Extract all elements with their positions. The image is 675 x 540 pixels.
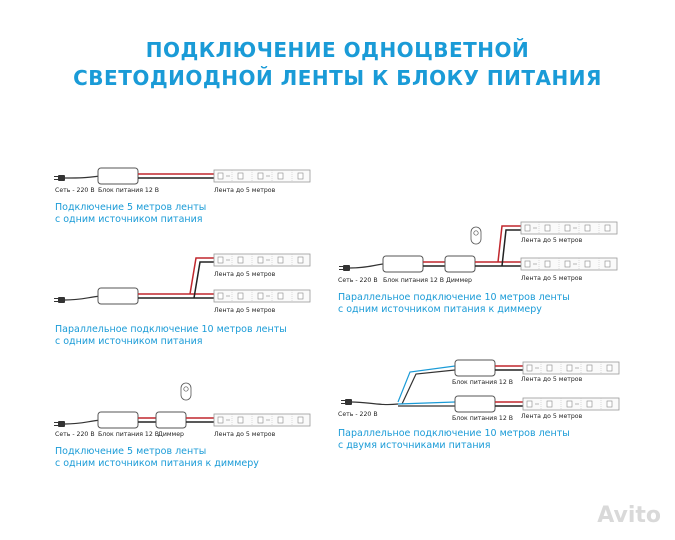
label-psu: Блок питания 12 В bbox=[452, 379, 513, 386]
caption-line: с одним источником питания к диммеру bbox=[55, 458, 259, 469]
caption-line: с одним источником питания bbox=[55, 336, 203, 347]
remote-icon bbox=[180, 382, 192, 401]
plug-icon bbox=[53, 174, 66, 182]
label-strip: Лента до 5 метров bbox=[214, 307, 276, 314]
power-supply-box bbox=[382, 255, 424, 273]
diagram-1: Сеть - 220 В Блок питания 12 В Лента до … bbox=[53, 167, 311, 194]
label-psu: Блок питания 12 В bbox=[383, 277, 444, 284]
led-strip bbox=[213, 413, 311, 427]
label-network: Сеть - 220 В bbox=[338, 411, 378, 418]
label-strip: Лента до 5 метров bbox=[521, 413, 583, 420]
power-supply-box bbox=[454, 395, 496, 413]
led-strip bbox=[520, 221, 618, 235]
caption-line: Параллельное подключение 10 метров ленты bbox=[55, 324, 287, 335]
label-strip: Лента до 5 метров bbox=[214, 187, 276, 194]
caption-5: Параллельное подключение 10 метров ленты… bbox=[338, 428, 570, 452]
caption-line: Параллельное подключение 10 метров ленты bbox=[338, 292, 570, 303]
label-dimmer: Диммер bbox=[158, 431, 184, 438]
label-psu: Блок питания 12 В bbox=[98, 187, 159, 194]
dimmer-box bbox=[444, 255, 476, 273]
label-psu: Блок питания 12 В bbox=[452, 415, 513, 422]
label-network: Сеть - 220 В bbox=[338, 277, 378, 284]
dimmer-box bbox=[155, 411, 187, 429]
title-line-2: СВЕТОДИОДНОЙ ЛЕНТЫ К БЛОКУ ПИТАНИЯ bbox=[73, 66, 602, 90]
caption-2: Параллельное подключение 10 метров ленты… bbox=[55, 324, 287, 348]
led-strip bbox=[522, 397, 620, 411]
label-dimmer: Диммер bbox=[446, 277, 472, 284]
plug-icon bbox=[340, 398, 353, 406]
caption-line: с одним источником питания к диммеру bbox=[338, 304, 542, 315]
led-strip bbox=[213, 169, 311, 183]
caption-line: Подключение 5 метров ленты bbox=[55, 446, 207, 457]
diagram-5: Сеть - 220 В Блок питания 12 В Блок пита… bbox=[338, 359, 620, 422]
power-supply-box bbox=[97, 411, 139, 429]
plug-icon bbox=[338, 264, 351, 272]
avito-watermark: Avito bbox=[597, 503, 661, 528]
plug-icon bbox=[53, 420, 66, 428]
caption-line: с двумя источниками питания bbox=[338, 440, 491, 451]
power-supply-box bbox=[97, 287, 139, 305]
caption-line: Параллельное подключение 10 метров ленты bbox=[338, 428, 570, 439]
caption-line: Подключение 5 метров ленты bbox=[55, 202, 207, 213]
caption-3: Подключение 5 метров ленты с одним источ… bbox=[55, 446, 259, 470]
remote-icon bbox=[470, 226, 482, 245]
power-supply-box bbox=[454, 359, 496, 377]
led-strip bbox=[213, 289, 311, 303]
plug-icon bbox=[53, 296, 66, 304]
caption-4: Параллельное подключение 10 метров ленты… bbox=[338, 292, 570, 316]
label-strip: Лента до 5 метров bbox=[214, 431, 276, 438]
label-strip: Лента до 5 метров bbox=[521, 275, 583, 282]
diagram-2: Лента до 5 метров Лента до 5 метров bbox=[53, 253, 311, 314]
diagram-3: Сеть - 220 В Блок питания 12 В Диммер Ле… bbox=[53, 382, 311, 438]
led-strip bbox=[522, 361, 620, 375]
diagram-4: Лента до 5 метров Сеть - 220 В Блок пита… bbox=[338, 221, 618, 284]
led-strip bbox=[520, 257, 618, 271]
caption-1: Подключение 5 метров ленты с одним источ… bbox=[55, 202, 206, 226]
caption-line: с одним источником питания bbox=[55, 214, 203, 225]
title-line-1: ПОДКЛЮЧЕНИЕ ОДНОЦВЕТНОЙ bbox=[145, 38, 530, 62]
label-strip: Лента до 5 метров bbox=[214, 271, 276, 278]
label-network: Сеть - 220 В bbox=[55, 187, 95, 194]
led-strip bbox=[213, 253, 311, 267]
label-network: Сеть - 220 В bbox=[55, 431, 95, 438]
power-supply-box bbox=[97, 167, 139, 185]
label-strip: Лента до 5 метров bbox=[521, 376, 583, 383]
label-psu: Блок питания 12 В bbox=[98, 431, 159, 438]
label-strip: Лента до 5 метров bbox=[521, 237, 583, 244]
